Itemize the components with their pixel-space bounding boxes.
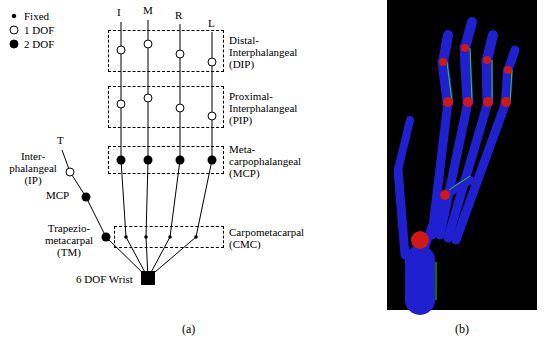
joint-label: Inter- phalangeal (IP)	[4, 150, 62, 186]
dashed-joint-group: Proximal- Interphalangeal (PIP)	[108, 86, 224, 128]
legend-text: Fixed	[24, 10, 49, 22]
group-heading: Meta- carpophalangeal (MCP)	[229, 143, 321, 179]
finger-letter: T	[57, 134, 64, 146]
joint-label: MCP	[46, 189, 69, 201]
finger-letter: M	[143, 4, 153, 16]
dashed-joint-group: Meta- carpophalangeal (MCP)	[108, 146, 224, 174]
dashed-joint-group: Carpometacarpal (CMC)	[114, 226, 224, 248]
legend-sample	[10, 40, 18, 48]
wrist-label: 6 DOF Wrist	[76, 273, 133, 285]
group-heading: Proximal- Interphalangeal (PIP)	[229, 90, 321, 126]
legend-text: 2 DOF	[24, 38, 54, 50]
joint-label: Trapezio- metacarpal (TM)	[38, 222, 100, 258]
finger-letter: I	[117, 6, 121, 18]
finger-letter: R	[175, 9, 182, 21]
dashed-joint-group: Distal- Interphalangeal (DIP)	[108, 30, 224, 72]
panel-caption: (b)	[455, 323, 469, 336]
group-heading: Distal- Interphalangeal (DIP)	[229, 34, 321, 70]
finger-letter: L	[208, 17, 215, 29]
panel-caption: (a)	[182, 323, 195, 336]
legend-sample	[12, 14, 16, 18]
legend-sample	[10, 26, 18, 34]
group-heading: Carpometacarpal (CMC)	[229, 226, 321, 250]
legend-text: 1 DOF	[24, 24, 54, 36]
